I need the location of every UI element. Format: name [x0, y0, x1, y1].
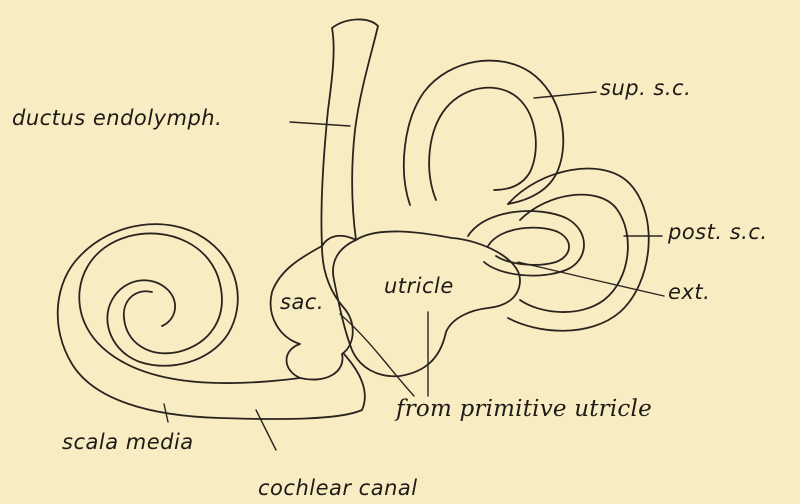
label-ext: ext. [668, 282, 710, 303]
label-from-primitive-utricle: from primitive utricle [396, 398, 652, 421]
label-sup-sc: sup. s.c. [600, 78, 691, 99]
leader-ductus [290, 122, 350, 126]
posterior-semicircular-canal [508, 169, 649, 331]
leader-sup-sc [534, 92, 596, 98]
leader-sac [340, 314, 414, 396]
label-utricle: utricle [384, 276, 454, 297]
leader-cochlear-canal [256, 410, 276, 450]
label-sac: sac. [280, 292, 324, 313]
label-cochlear-canal: cochlear canal [258, 478, 418, 499]
label-scala-media: scala media [62, 432, 194, 453]
ductus-endolymph-outline [321, 19, 378, 246]
superior-semicircular-canal [404, 61, 563, 205]
label-ductus-endolymph: ductus endolymph. [12, 108, 222, 129]
utricle-body-outline [333, 231, 520, 376]
cochlea-outline [58, 224, 365, 419]
external-semicircular-canal [468, 211, 584, 276]
label-post-sc: post. s.c. [668, 222, 768, 243]
